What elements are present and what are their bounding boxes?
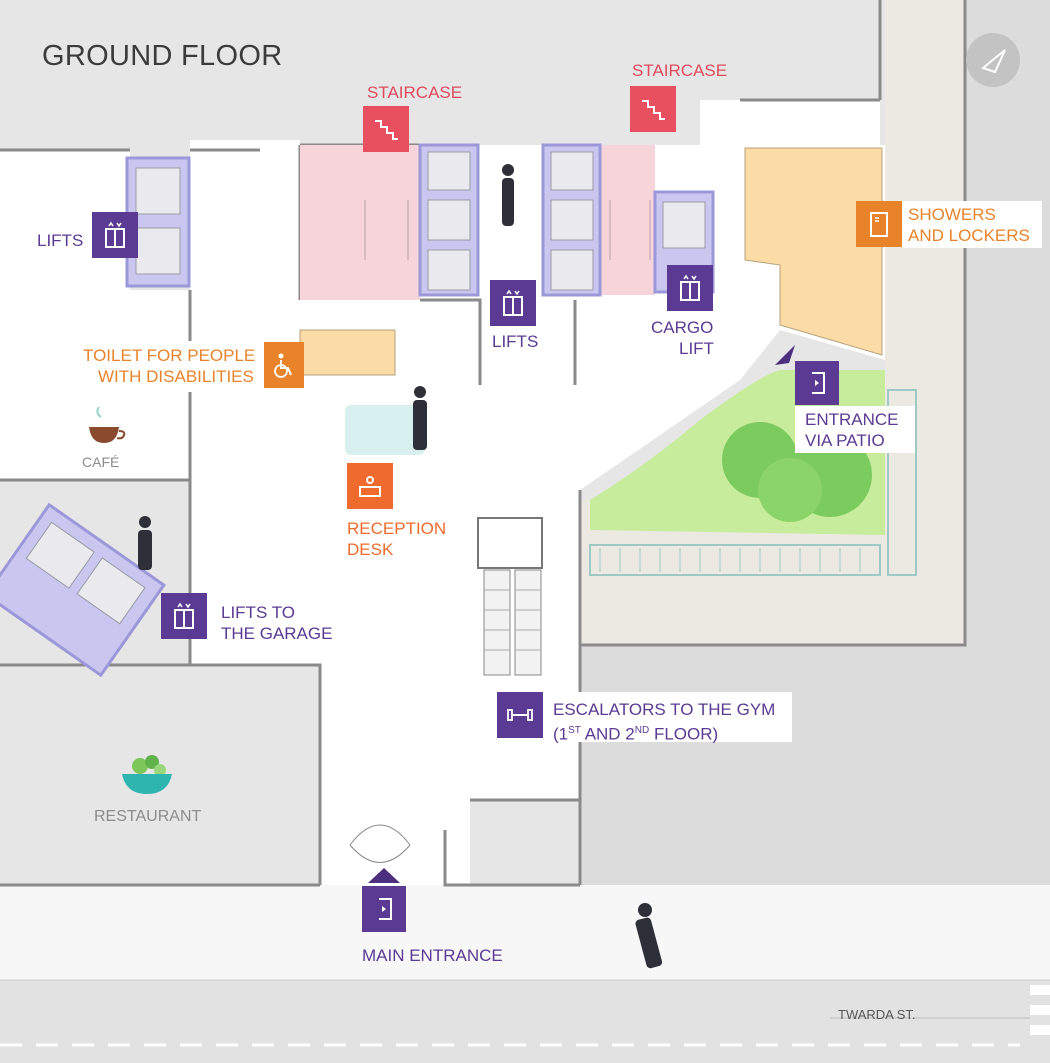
direction-arrow-icon <box>362 866 406 884</box>
north-arrow-icon <box>966 33 1020 87</box>
reception-label-1: RECEPTION <box>347 519 447 538</box>
lift-icon <box>92 212 138 258</box>
toilet-label-box <box>70 341 269 392</box>
map-title: GROUND FLOOR <box>42 40 283 72</box>
toilet-label-1: TOILET FOR PEOPLE <box>83 346 256 365</box>
escalators-label-1: ESCALATORS TO THE GYM <box>553 700 776 719</box>
staircase-label-2: STAIRCASE <box>632 61 728 80</box>
main-entrance-label: MAIN ENTRANCE <box>362 946 503 965</box>
reception-label-2: DESK <box>347 540 394 559</box>
coffee-cup-icon <box>85 405 129 447</box>
restaurant-label: RESTAURANT <box>94 808 202 825</box>
entrance-patio-label-box <box>795 406 915 453</box>
wheelchair-icon <box>264 342 304 388</box>
door-icon <box>795 361 839 405</box>
stairs-icon <box>363 106 409 152</box>
salad-bowl-icon <box>118 746 176 798</box>
dumbbell-icon <box>497 692 543 738</box>
cafe-label: CAFÉ <box>82 454 120 470</box>
entrance-patio-label-2: VIA PATIO <box>805 431 885 450</box>
direction-arrow-icon <box>773 343 797 367</box>
cargo-lift-label-2: LIFT <box>679 339 714 358</box>
lifts-label-center: LIFTS <box>492 332 539 351</box>
lift-icon <box>161 593 207 639</box>
escalators-label-2: (1ST AND 2ND FLOOR) <box>553 724 719 744</box>
lift-icon <box>490 280 536 326</box>
showers-label-box <box>902 201 1042 248</box>
lifts-label-left: LIFTS <box>37 231 84 250</box>
staircase-label-1: STAIRCASE <box>367 83 463 102</box>
street-label: TWARDA ST. <box>838 1007 916 1022</box>
stairs-icon <box>630 86 676 132</box>
lift-icon <box>667 265 713 311</box>
entrance-patio-label-1: ENTRANCE <box>805 410 899 429</box>
showers-label-1: SHOWERS <box>908 205 996 224</box>
escalators-label-box <box>545 692 792 742</box>
door-icon <box>362 886 406 932</box>
locker-icon <box>856 201 902 247</box>
lifts-garage-label-2: THE GARAGE <box>221 624 333 643</box>
toilet-label-2: WITH DISABILITIES <box>98 367 254 386</box>
showers-label-2: AND LOCKERS <box>908 226 1030 245</box>
lifts-garage-label-1: LIFTS TO <box>221 603 296 622</box>
cargo-lift-label-1: CARGO <box>651 318 714 337</box>
reception-icon <box>347 463 393 509</box>
